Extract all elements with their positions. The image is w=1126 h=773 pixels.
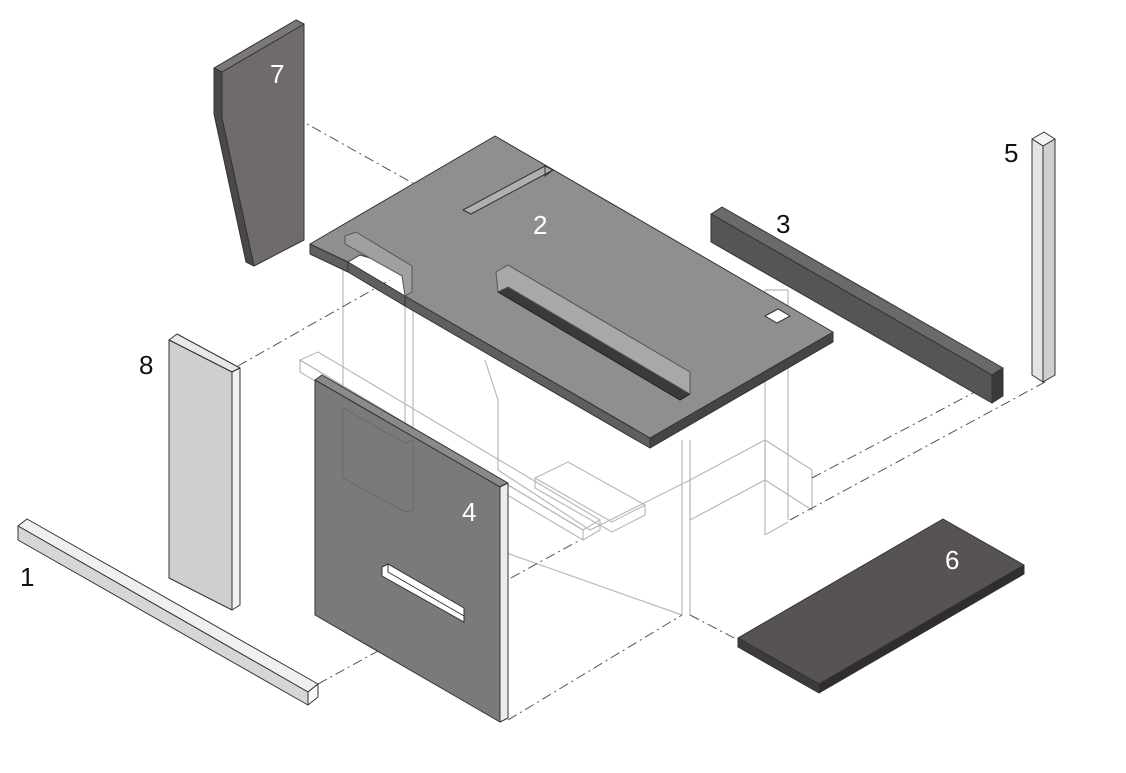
part-7-side-panel [213,19,305,267]
part-label-8: 8 [139,350,153,380]
part-5-post [1031,131,1056,383]
part-4-front-panel [314,374,509,723]
part-8-panel [168,333,241,611]
part-label-1: 1 [20,562,34,592]
part-3-rail [710,206,1004,404]
part-label-2: 2 [533,210,547,240]
part-2-table-top [309,135,834,449]
part-label-3: 3 [776,209,790,239]
part-label-5: 5 [1004,138,1018,168]
part-label-4: 4 [462,497,476,527]
part-label-7: 7 [270,59,284,89]
part-label-6: 6 [945,545,959,575]
part-6-shelf-board [737,518,1025,694]
part-1-rail [17,518,319,706]
part-labels: 1 2 3 4 5 6 7 8 [20,59,1018,592]
